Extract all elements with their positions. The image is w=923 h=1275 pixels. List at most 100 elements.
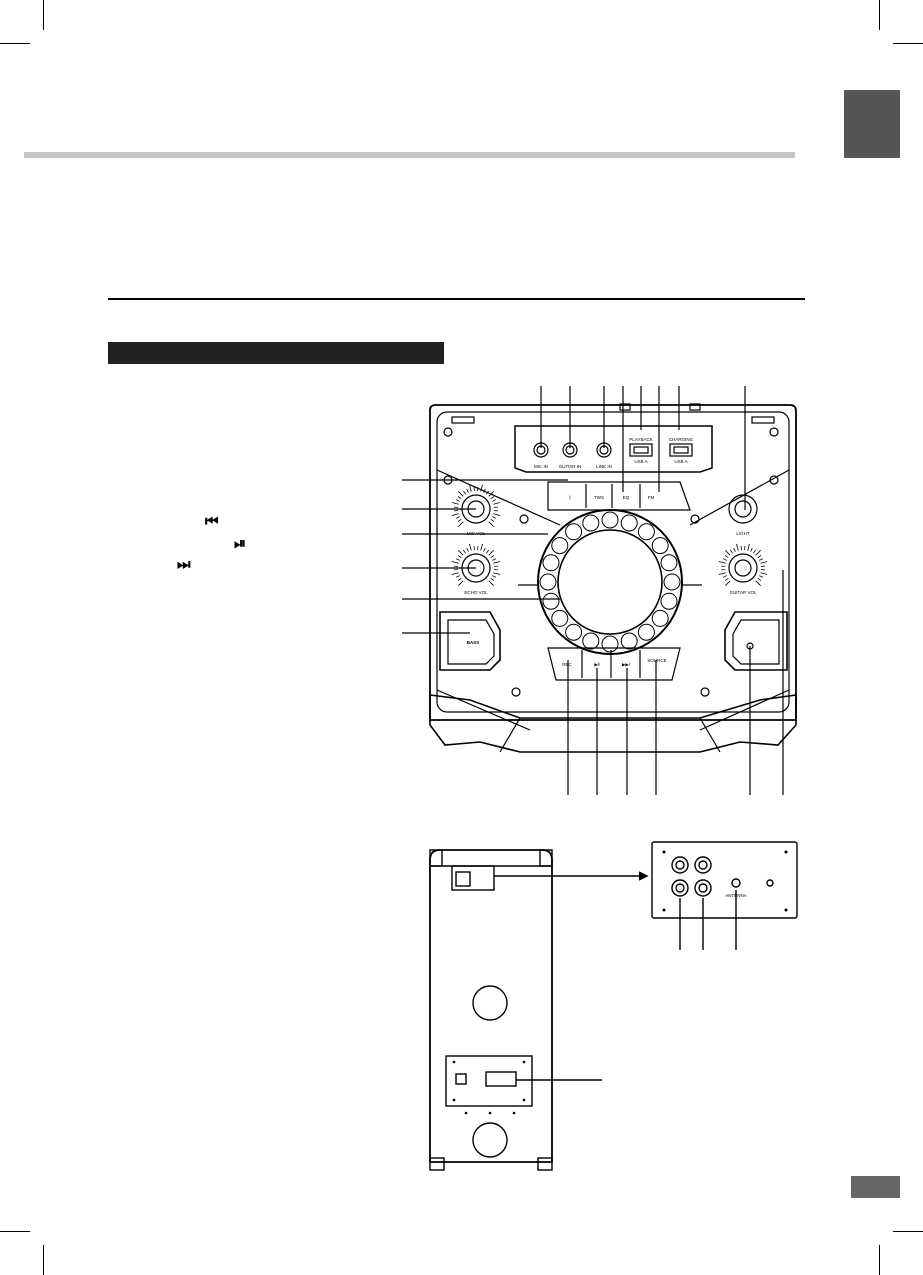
knob-tick: [492, 575, 497, 578]
previous-track-icon: ⏮: [205, 513, 219, 530]
ring-led: [601, 635, 619, 653]
ring-led: [565, 623, 583, 641]
knob-tick: [466, 488, 469, 493]
ring-led: [551, 609, 569, 627]
knob-tick: [458, 491, 464, 497]
knob-ticks: [451, 484, 768, 586]
knob-tick: [493, 561, 501, 564]
ring-led: [637, 623, 655, 641]
knob-tick: [760, 572, 768, 575]
knob-tick: [755, 550, 761, 556]
play-pause-icon: ⏯: [234, 535, 247, 552]
knob-tick: [490, 496, 495, 500]
knob-tick: [488, 580, 494, 586]
knob-tick: [752, 549, 756, 554]
knob-tick: [451, 572, 459, 575]
section-title-bar: [108, 342, 444, 364]
knob-tick: [463, 549, 467, 554]
ring-led: [542, 592, 560, 610]
knob-tick: [488, 550, 494, 556]
ring-led: [620, 632, 638, 650]
knob-tick: [469, 543, 472, 551]
antenna-label: ANTENNA: [725, 893, 747, 898]
knob-tick: [718, 572, 726, 575]
play-pause-line: ⏯: [234, 536, 246, 552]
guitar-in-label: GUITAR IN: [559, 464, 581, 469]
knob-tick: [493, 502, 501, 505]
ring-led: [660, 592, 678, 610]
ring-led: [582, 514, 600, 532]
bluetooth-icon: ᛒ: [569, 495, 572, 500]
ring-led: [620, 514, 638, 532]
echo-vol-label: ECHO VOL: [464, 590, 488, 595]
knob-tick: [718, 561, 726, 564]
eq-button-label: EQ: [623, 495, 630, 500]
line-in-label: LINE IN: [596, 464, 612, 469]
knob-tick: [480, 543, 483, 551]
ring-led: [663, 573, 681, 591]
knob-tick: [725, 550, 731, 556]
knob-tick: [759, 575, 764, 578]
knob-tick: [485, 549, 489, 554]
knob-tick: [455, 499, 460, 502]
knob-tick: [455, 558, 460, 561]
rec-button-label: REC: [562, 662, 572, 667]
bass-button-label: BASS: [467, 640, 480, 645]
knob-tick: [455, 516, 460, 519]
crop-mark: [893, 43, 923, 44]
knob-tick: [759, 558, 764, 561]
knob-tick: [760, 561, 768, 564]
crop-mark: [43, 1245, 44, 1275]
ring-led: [651, 537, 669, 555]
knob-tick: [451, 502, 459, 505]
usb-playback-sub-label: USB A: [634, 459, 647, 464]
knob-tick: [492, 558, 497, 561]
next-track-icon: ▶▶ǀ: [622, 662, 630, 667]
knob-tick: [457, 577, 462, 581]
mic-in-label: MIC IN: [534, 464, 548, 469]
page-number-tab: [851, 1176, 900, 1198]
crop-mark: [0, 43, 30, 44]
knob-tick: [490, 577, 495, 581]
knob-tick: [724, 555, 729, 559]
usb-charging-sub-label: USB A: [674, 459, 687, 464]
knob-tick: [725, 580, 731, 586]
fm-button-label: FM: [648, 495, 655, 500]
knob-tick: [457, 496, 462, 500]
knob-tick: [483, 547, 486, 552]
knob-tick: [466, 547, 469, 552]
ring-led: [539, 573, 557, 591]
knob-tick: [490, 518, 495, 522]
mic-vol-label: MIC VOL: [467, 531, 486, 536]
ring-led: [565, 523, 583, 541]
ring-led: [601, 511, 619, 529]
knob-tick: [724, 577, 729, 581]
section-rule: [108, 298, 805, 300]
knob-tick: [458, 521, 464, 527]
knob-tick: [722, 558, 727, 561]
knob-tick: [492, 516, 497, 519]
knob-tick: [483, 488, 486, 493]
header-rule: [24, 152, 795, 158]
guitar-vol-label: GUITAR VOL: [730, 590, 757, 595]
ring-led: [582, 632, 600, 650]
language-tab: [844, 90, 900, 158]
crop-mark: [879, 0, 880, 30]
ring-led: [660, 554, 678, 572]
knob-tick: [485, 490, 489, 495]
knob-tick: [451, 513, 459, 516]
crop-mark: [0, 1231, 30, 1232]
ring-led: [651, 609, 669, 627]
crop-mark: [879, 1245, 880, 1275]
knob-tick: [493, 513, 501, 516]
source-button-label: SOURCE: [647, 658, 666, 663]
knob-tick: [757, 577, 762, 581]
crop-mark: [43, 0, 44, 30]
previous-track-line: ⏮: [205, 514, 219, 530]
knob-tick: [492, 499, 497, 502]
tws-button-label: TWS: [594, 495, 604, 500]
knob-tick: [733, 547, 736, 552]
knob-tick: [458, 580, 464, 586]
